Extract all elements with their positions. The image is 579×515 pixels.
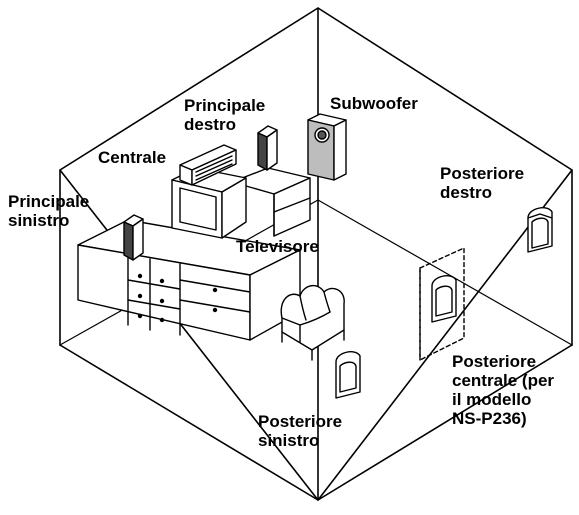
label-principale-sinistro: Principale sinistro (8, 192, 90, 230)
main-right-speaker (257, 125, 278, 171)
label-subwoofer: Subwoofer (330, 94, 418, 113)
label-centrale: Centrale (98, 148, 167, 167)
main-left-speaker (123, 214, 144, 261)
center-speaker (179, 144, 237, 186)
label-principale-destro: Principale destro (184, 96, 266, 134)
rear-center-speaker (431, 275, 457, 323)
label-posteriore-sinistro: Posteriore sinistro (258, 412, 343, 450)
rear-right-speaker (527, 207, 553, 253)
label-posteriore-centrale: Posteriore centrale (per il modello NS-P… (452, 352, 555, 428)
rear-left-speaker (335, 351, 361, 399)
label-televisore: Televisore (236, 237, 319, 256)
room-walls (59, 7, 573, 501)
armchair (280, 285, 345, 361)
rear-center-placement-outline (419, 247, 465, 361)
side-cabinet (231, 167, 311, 237)
label-posteriore-destro: Posteriore destro (440, 164, 525, 202)
subwoofer-unit (307, 113, 347, 181)
